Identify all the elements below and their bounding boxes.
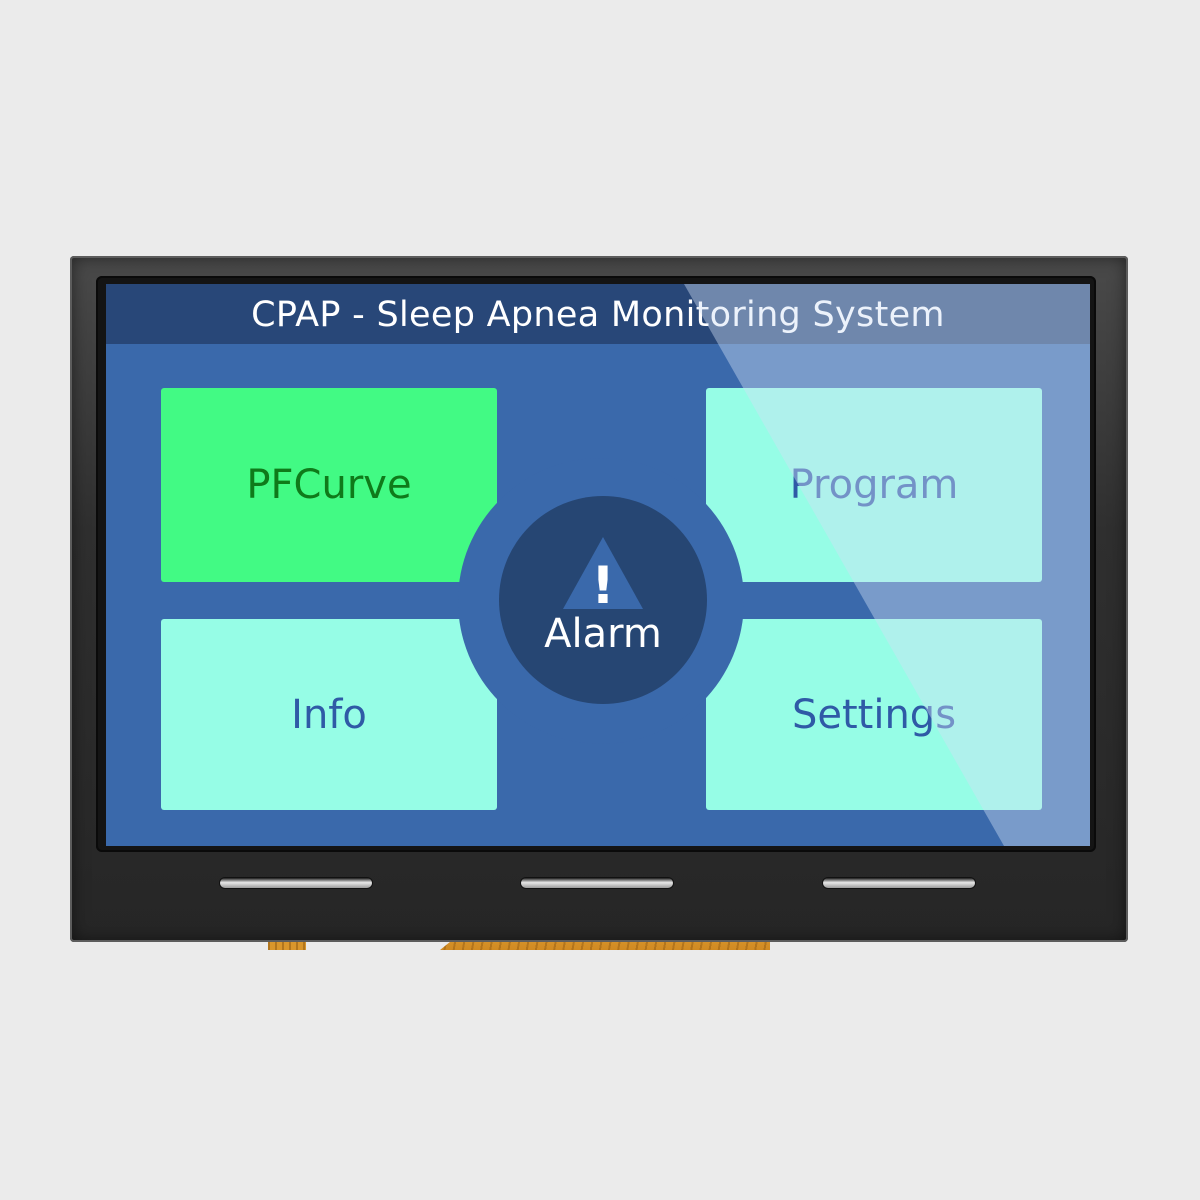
warning-glyph: ! [591,556,615,611]
program-button[interactable]: Program [706,388,1042,582]
info-label: Info [291,691,367,738]
pfcurve-label: PFCurve [246,462,412,508]
header-bar: CPAP - Sleep Apnea Monitoring System [106,284,1090,344]
settings-label: Settings [791,691,957,738]
bezel-slot [220,878,372,888]
alarm-button[interactable]: ! Alarm [499,496,707,704]
bezel-slot [823,878,975,888]
pfcurve-button[interactable]: PFCurve [161,388,497,582]
alarm-label: Alarm [544,611,662,657]
bezel-slot [521,878,673,888]
warning-triangle-icon: ! [563,537,643,611]
display-screen: CPAP - Sleep Apnea Monitoring System PFC… [106,284,1090,846]
info-button[interactable]: Info [161,619,497,810]
program-label: Program [789,462,959,508]
settings-button[interactable]: Settings [706,619,1042,810]
page-title: CPAP - Sleep Apnea Monitoring System [251,295,945,335]
